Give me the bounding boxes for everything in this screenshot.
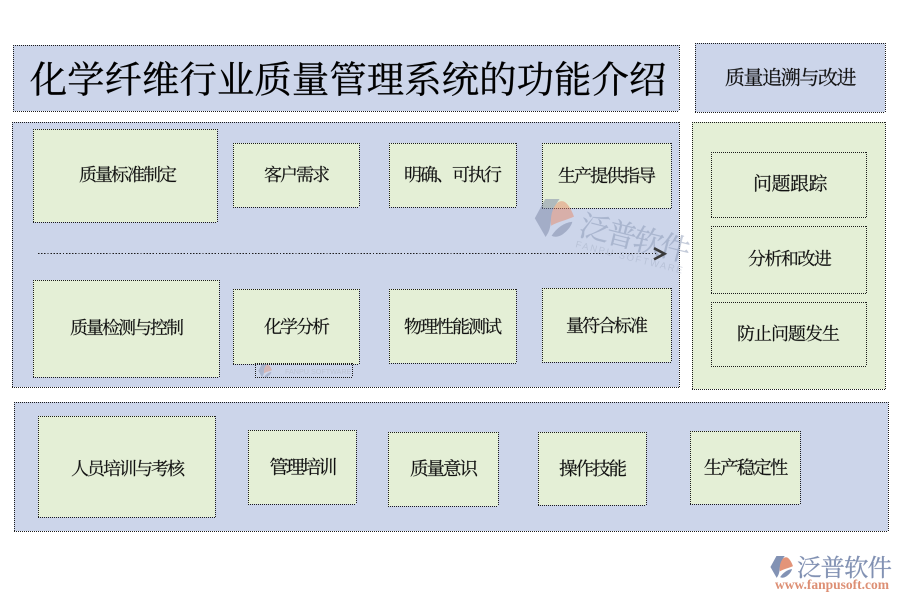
svg-text:www.fanpusoft.com: www.fanpusoft.com [775,577,890,592]
svg-text:FANPU SOFTWARE: FANPU SOFTWARE [285,367,352,376]
